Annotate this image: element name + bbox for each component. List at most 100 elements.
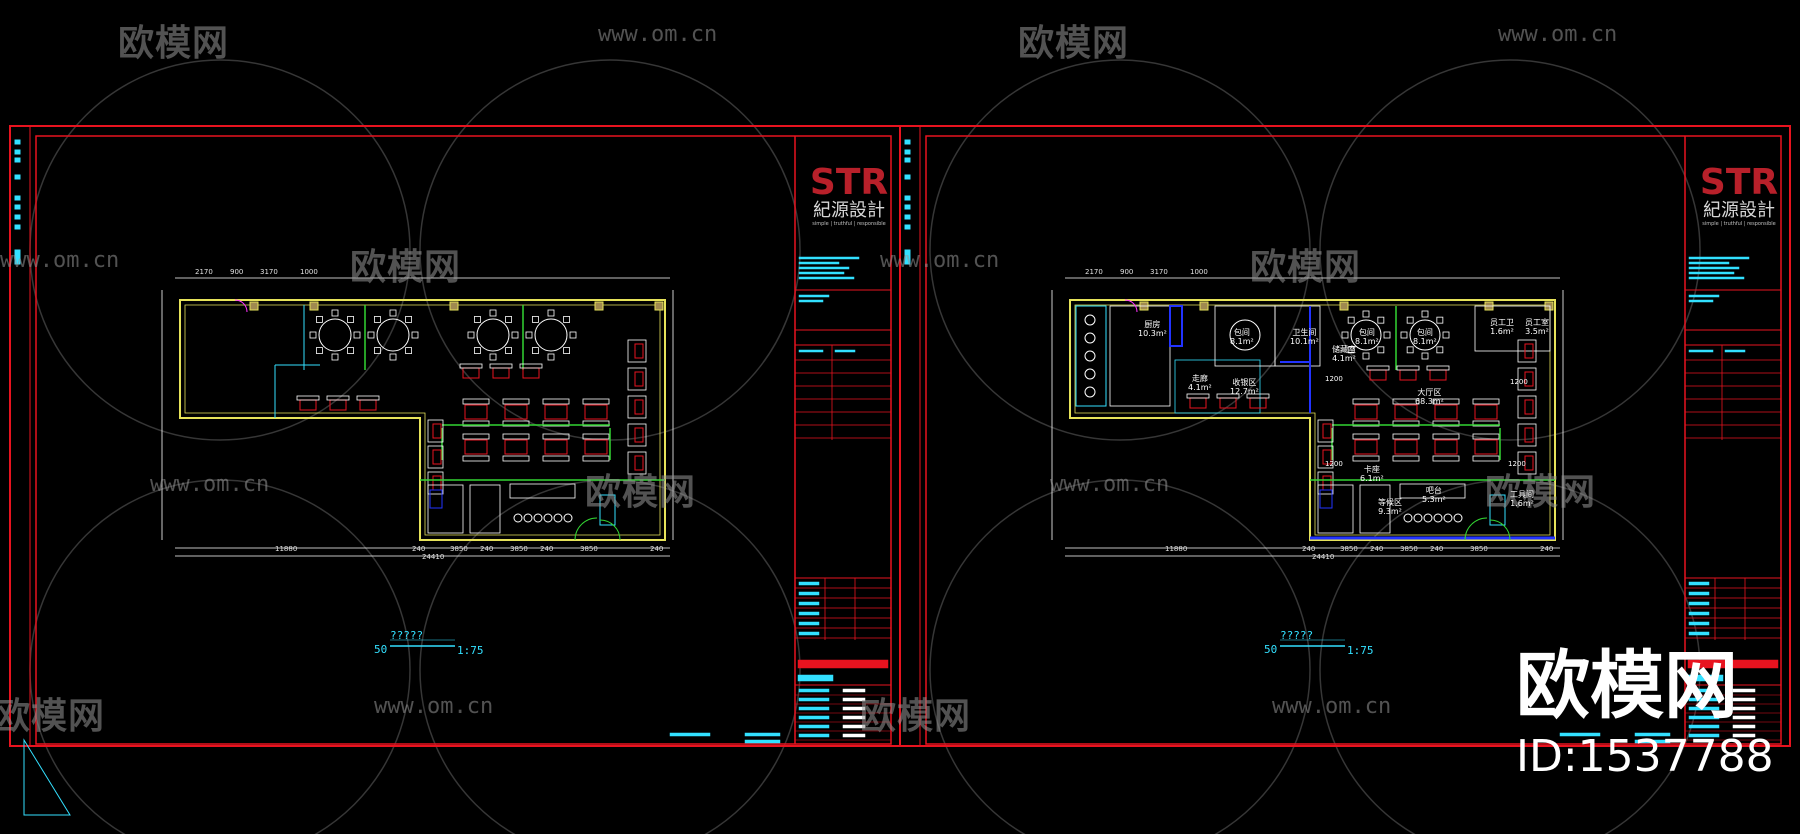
chair [1377, 316, 1385, 324]
scale-ratio: 1:75 [457, 644, 484, 657]
chair [347, 316, 354, 323]
title-block-text-line [1688, 697, 1720, 702]
booth-seat [1317, 419, 1334, 443]
round-table [534, 318, 568, 352]
bar-stool [1413, 513, 1423, 523]
margin-mark [904, 259, 911, 265]
bar-stool [553, 513, 563, 523]
table [1189, 397, 1207, 409]
dimension-text: 1200 [1508, 460, 1526, 468]
watermark-big-brand: 欧模网 [1516, 643, 1738, 729]
chair [582, 455, 610, 462]
scale-number: 50 [1264, 643, 1278, 656]
title-block-text-line [842, 697, 866, 702]
chair [569, 331, 577, 339]
chair [1341, 331, 1349, 339]
chair [326, 395, 350, 401]
title-block-text-line [798, 724, 830, 729]
title-block-text-line [798, 271, 845, 275]
room-area: 9.3m² [1378, 507, 1402, 516]
watermark-url: www.om.cn [0, 248, 120, 273]
chair [353, 331, 361, 339]
chair [1400, 331, 1408, 339]
scale-number: 50 [374, 643, 388, 656]
dimension-text: 3170 [1150, 268, 1168, 276]
watermark-brand: 欧模网 [585, 472, 697, 513]
table [584, 439, 608, 455]
chair [1436, 346, 1444, 354]
table [464, 439, 488, 455]
room-area: 3.5m² [1525, 327, 1549, 336]
footer-text [744, 739, 781, 744]
room-name: 走廊 [1191, 374, 1208, 383]
margin-mark [904, 224, 911, 230]
chair [547, 309, 555, 317]
chair [1362, 352, 1370, 360]
round-table [376, 318, 410, 352]
chair [1426, 365, 1450, 371]
room-area: 4.1m² [1188, 383, 1212, 392]
room-name: 厨房 [1144, 320, 1161, 329]
chair [563, 316, 570, 323]
footer-text [744, 732, 781, 737]
title-block-text-line [798, 256, 860, 260]
room-area: 10.3m² [1138, 329, 1167, 338]
chair [1383, 331, 1391, 339]
chair [582, 398, 610, 405]
watermark-url: www.om.cn [150, 472, 270, 497]
booth-table [1322, 423, 1332, 439]
chair [502, 455, 530, 462]
chair [563, 347, 570, 354]
room-name: 员工卫 [1490, 318, 1514, 327]
title-block-text-line [1688, 349, 1714, 353]
margin-mark [14, 174, 21, 180]
booth-table [432, 449, 442, 465]
table [1354, 439, 1378, 455]
margin-mark [904, 149, 911, 155]
title-block-text-line [842, 724, 866, 729]
chair [525, 331, 533, 339]
kitchen-equipment [1075, 305, 1107, 407]
drawing-sheet [9, 125, 901, 747]
chair [411, 331, 419, 339]
sheet-inner-frame [925, 135, 1782, 745]
margin-mark [14, 224, 21, 230]
watermark-brand: 欧模网 [860, 696, 972, 737]
margin-mark [14, 149, 21, 155]
title-block-text-line [842, 715, 866, 720]
booth-seat [427, 445, 444, 469]
booth-table [1524, 343, 1534, 359]
exterior-wall [1069, 299, 1556, 541]
margin-mark [14, 259, 21, 265]
title-block-text-line [798, 621, 820, 626]
dimension-text: 1000 [300, 268, 318, 276]
title-block-text-line [798, 266, 850, 270]
round-table [1409, 319, 1441, 351]
room-kitchen [1109, 305, 1171, 407]
room-area: 5.3m² [1422, 495, 1446, 504]
bar-stool [523, 513, 533, 523]
watermark-url: www.om.cn [598, 22, 718, 47]
booth-table [634, 427, 644, 443]
title-block-text-line [798, 688, 830, 693]
chair [462, 455, 490, 462]
margin-mark [904, 204, 911, 210]
chair [1472, 420, 1500, 427]
booth-seat [1517, 423, 1537, 447]
dimension-text: 240 [1430, 545, 1444, 553]
dimension-text: 1200 [1325, 375, 1343, 383]
column [249, 301, 259, 311]
booth-seat [1319, 489, 1333, 509]
title-block-text-line [798, 715, 830, 720]
booth-seat [627, 339, 647, 363]
margin-mark [904, 139, 911, 145]
